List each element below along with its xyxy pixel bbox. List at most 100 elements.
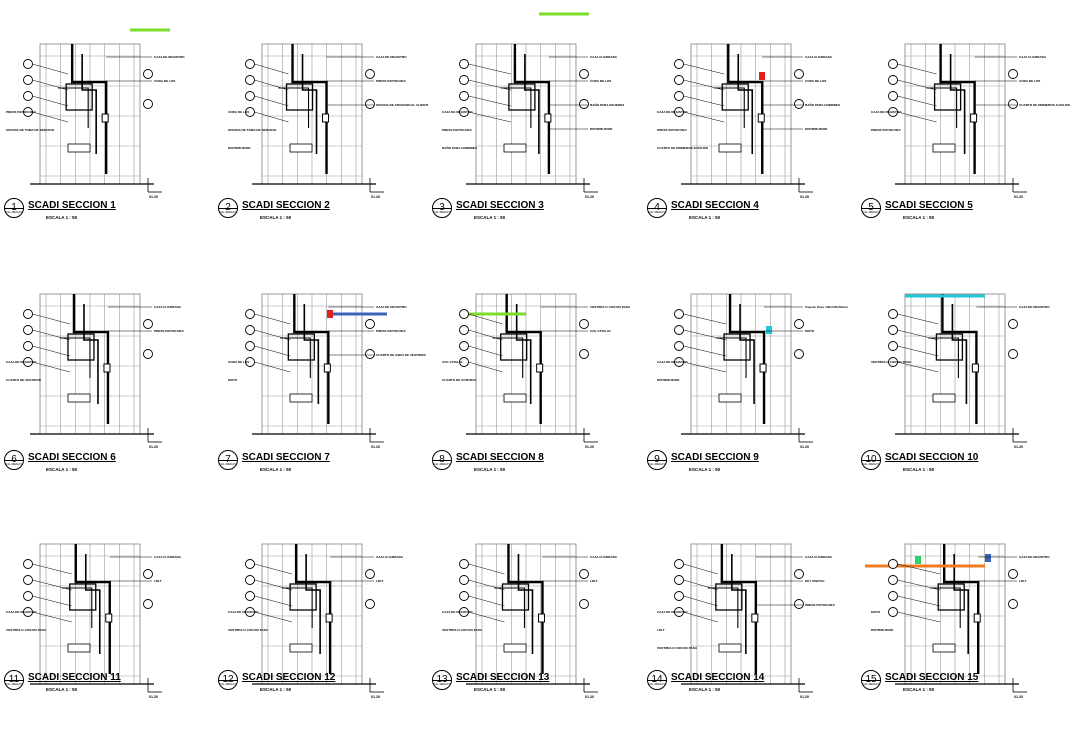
callout-label: PRESS BOTON REX: [871, 128, 902, 132]
callout-label: PRESS BOTON REX: [805, 603, 836, 607]
sheet-reference: CAL.MENAY: [862, 462, 880, 466]
callout-label: MOTO: [228, 378, 238, 382]
section-scale: ESCALA 1 : 50: [903, 215, 935, 220]
section-title: SCADI SECCION 15: [885, 672, 979, 683]
dimension-label: 01.20: [371, 195, 380, 199]
section-bubble-divider: [218, 208, 238, 209]
callout-label: PRESS BOTON REX: [657, 128, 688, 132]
section-bubble-divider: [4, 208, 24, 209]
section-title: SCADI SECCION 2: [242, 200, 330, 211]
callout-label: VESTIBULO CON NO PASA: [590, 305, 631, 309]
section-title: SCADI SECCION 14: [671, 672, 765, 683]
dimension-label: 01.20: [1014, 695, 1023, 699]
section-scale: ESCALA 1 : 50: [474, 687, 506, 692]
sheet-reference: CAL.MENAY: [433, 682, 451, 686]
section-scale: ESCALA 1 : 50: [689, 687, 721, 692]
section-title: SCADI SECCION 10: [885, 452, 979, 463]
section-scale: ESCALA 1 : 50: [260, 467, 292, 472]
callout-label: CAJA DE REGISTRO: [376, 55, 407, 59]
sheet-reference: CAL.MENAY: [5, 210, 23, 214]
sheet-reference: CAL.MENAY: [219, 462, 237, 466]
callout-label: DISTRIBUIDOR: [657, 378, 680, 382]
drawing-sheet: CAJA DE REGISTRO PRESS BOTON REX CORA DE L…: [0, 0, 1071, 699]
dimension-label: 01.20: [800, 195, 809, 199]
section-title: SCADI SECCION 11: [28, 672, 121, 683]
section-scale: ESCALA 1 : 50: [260, 687, 292, 692]
sheet-reference: CAL.MENAY: [433, 210, 451, 214]
callout-label: CUARTO DE PRIMEROS AUXILIOS: [657, 146, 708, 150]
callout-label: CAJA CUADRADA: [1019, 55, 1047, 59]
callout-label: CUARTO DE PRIMEROS AUXILIOS: [1019, 103, 1070, 107]
section-scale: ESCALA 1 : 50: [474, 215, 506, 220]
callout-label: CUARTO DE ASEO DE VESTIDOR: [376, 353, 426, 357]
callout-label: CAJA DE REGISTRO: [442, 110, 473, 114]
section-title: SCADI SECCION 9: [671, 452, 759, 463]
callout-label: CORA DE LOS: [1019, 79, 1040, 83]
callout-label: CAJA CUADRADA: [805, 55, 833, 59]
section-bubble-divider: [647, 208, 667, 209]
dimension-label: 01.20: [800, 695, 809, 699]
callout-label: PRESS BOTON REX: [376, 79, 407, 83]
dimension-label: 01.20: [800, 445, 809, 449]
section-bubble-divider: [218, 460, 238, 461]
callout-label: CAJA DE REGISTRO: [1019, 555, 1050, 559]
dimension-label: 01.20: [149, 445, 158, 449]
callout-label: CORA DE LOS: [228, 360, 249, 364]
section-title: SCADI SECCION 1: [28, 200, 116, 211]
callout-label: CAJA DE REGISTRO: [1019, 305, 1050, 309]
section-bubble-divider: [432, 460, 452, 461]
section-scale: ESCALA 1 : 50: [689, 467, 721, 472]
callout-label: CORA DE LOS: [590, 79, 611, 83]
callout-label: CAJA DE REGISTRO: [6, 360, 37, 364]
callout-label: LDLT: [1019, 579, 1027, 583]
section-bubble-divider: [861, 208, 881, 209]
dimension-label: 01.20: [585, 695, 594, 699]
section-scale: ESCALA 1 : 50: [903, 687, 935, 692]
sheet-reference: CAL.MENAY: [648, 682, 666, 686]
callout-label: CAJA DE REGISTRO: [154, 55, 185, 59]
callout-label: CAJA CUADRADA: [376, 555, 404, 559]
callout-label: VESTIBULO CON NO PASA: [442, 628, 483, 632]
callout-label: CORA DE LOS: [154, 79, 175, 83]
callout-label: CUARTO DE CONTROL: [442, 378, 477, 382]
callout-label: CAJA DE REGISTRO: [871, 110, 902, 114]
callout-label: CUARTO DE VESTIDOR: [6, 378, 42, 382]
callout-label: CAJA DE REGISTRO: [376, 305, 407, 309]
dimension-label: 01.20: [1014, 445, 1023, 449]
dimension-label: 01.20: [585, 445, 594, 449]
callout-label: PRESS BOTON REX: [442, 128, 473, 132]
section-bubble-divider: [432, 680, 452, 681]
callout-label: VESTIBULO CON NO PASA: [871, 360, 912, 364]
callout-label: CAJA DE REGISTRO: [657, 360, 688, 364]
callout-label: LDLT: [657, 628, 665, 632]
sheet-reference: CAL.MENAY: [862, 210, 880, 214]
section-drawing-5: CAJA CUADRADA CAJA DE REGISTRO CORA DE LOS…: [857, 0, 1071, 233]
callout-label: VESTIBULO CON NO PASA: [6, 628, 47, 632]
sheet-reference: CAL.MENAY: [219, 210, 237, 214]
section-title: SCADI SECCION 12: [242, 672, 336, 683]
callout-label: Caja de Paso 100x100x50mm: [805, 305, 848, 309]
callout-label: CAJA CUADRADA: [805, 555, 833, 559]
callout-label: MOTO: [805, 329, 815, 333]
section-bubble-divider: [4, 680, 24, 681]
sheet-reference: CAL.MENAY: [648, 210, 666, 214]
section-scale: ESCALA 1 : 50: [903, 467, 935, 472]
